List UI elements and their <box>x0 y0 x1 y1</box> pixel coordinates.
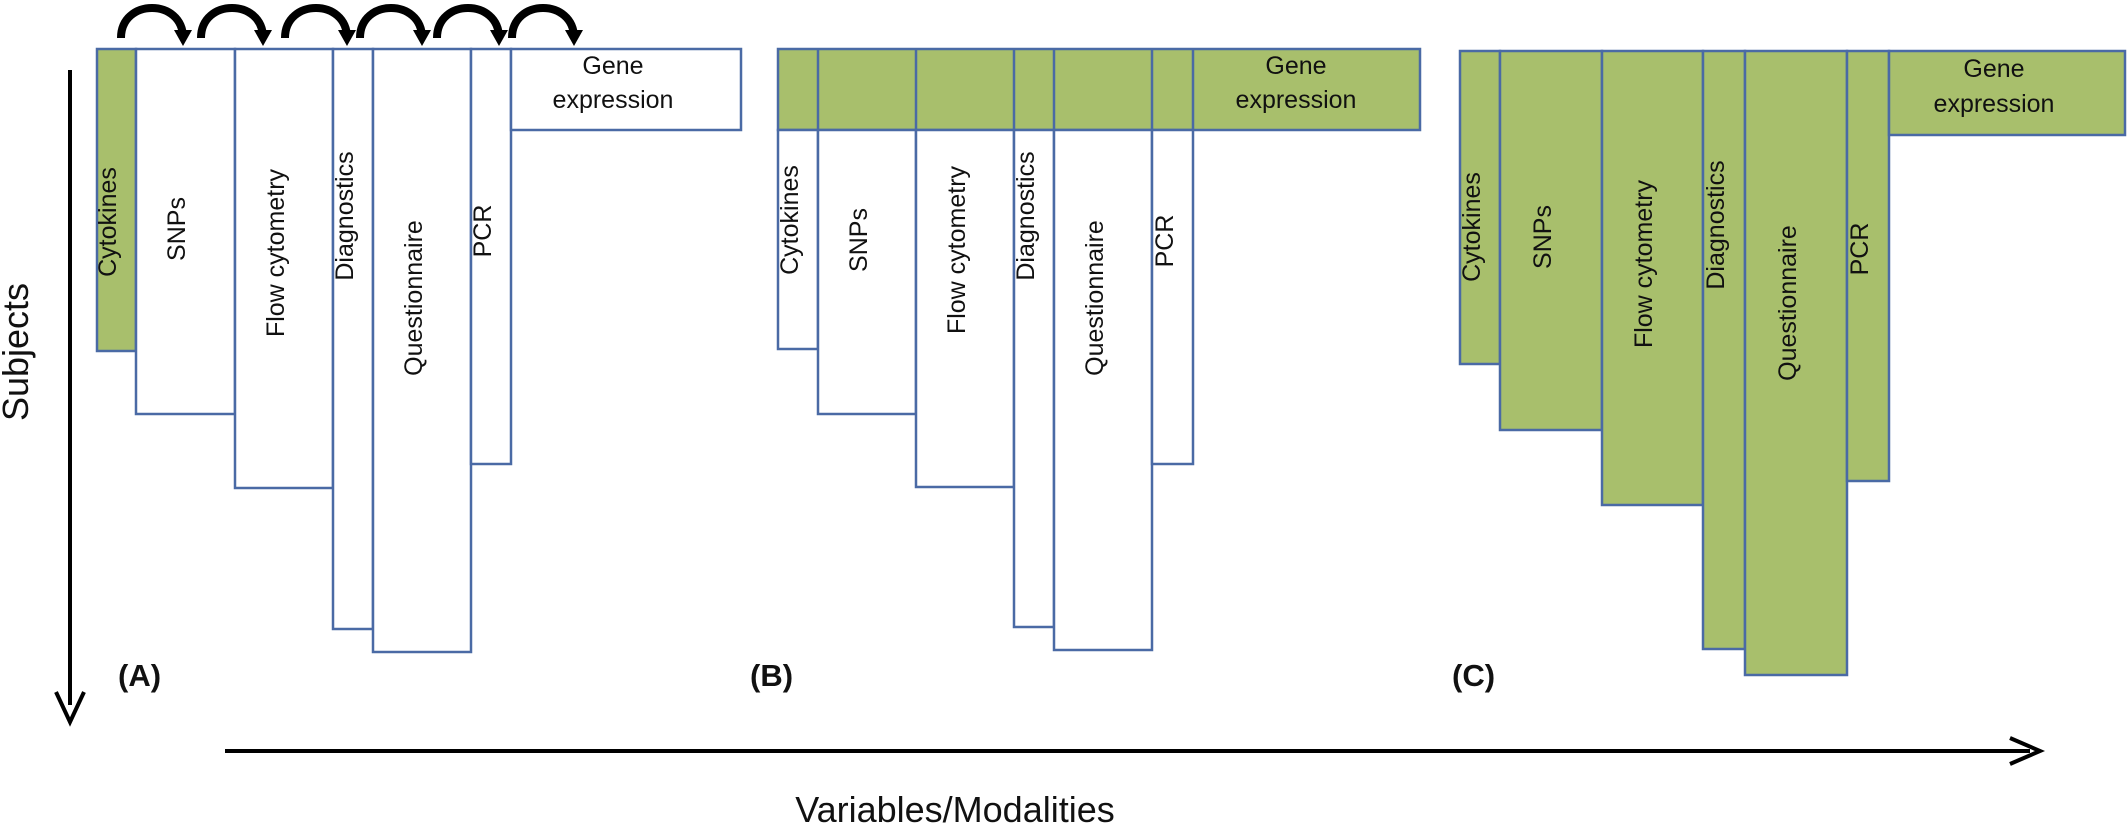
curved-arrow-icon <box>281 4 351 39</box>
flow-cytometry-label: Flow cytometry <box>1630 179 1658 348</box>
variables-axis-label: Variables/Modalities <box>795 789 1114 830</box>
panel-c: Cytokines SNPs Flow cytometry Diagnostic… <box>1458 49 2127 677</box>
snps-block <box>816 128 918 416</box>
flow-cytometry-label: Flow cytometry <box>943 165 971 334</box>
diagnostics-label: Diagnostics <box>1012 151 1040 280</box>
cytokines-label: Cytokines <box>94 167 122 277</box>
panel-label-b: (B) <box>750 658 793 693</box>
gene-expression-label-line1: Gene <box>1963 55 2024 83</box>
questionnaire-block <box>1052 128 1154 652</box>
questionnaire-label: Questionnaire <box>1081 220 1109 376</box>
gene-expression-block <box>1887 49 2127 137</box>
pcr-label: PCR <box>1846 223 1874 276</box>
pcr-label: PCR <box>1151 215 1179 268</box>
snps-label: SNPs <box>845 208 873 272</box>
diagnostics-block <box>1701 49 1747 651</box>
pcr-block <box>1150 128 1195 466</box>
panel-a: Cytokines SNPs Flow cytometry Diagnostic… <box>94 47 743 654</box>
cytokines-label: Cytokines <box>1458 172 1486 282</box>
flow-cytometry-label: Flow cytometry <box>262 168 290 337</box>
diagnostics-block <box>331 47 375 631</box>
subjects-axis-label: Subjects <box>0 283 36 421</box>
sequential-arrows <box>117 4 578 39</box>
cytokines-label: Cytokines <box>776 165 804 275</box>
curved-arrow-icon <box>433 4 503 39</box>
curved-arrow-icon <box>508 4 578 39</box>
curved-arrow-icon <box>356 4 426 39</box>
snps-block <box>1498 49 1604 432</box>
pcr-block <box>1845 49 1891 483</box>
gene-expression-label-line1: Gene <box>582 52 643 80</box>
cytokines-block <box>1458 49 1502 366</box>
flow-cytometry-block <box>1600 49 1705 507</box>
pcr-label: PCR <box>469 205 497 258</box>
pcr-block <box>469 47 513 466</box>
cytokines-block <box>95 47 138 353</box>
diagnostics-block <box>1012 128 1056 629</box>
panel-label-c: (C) <box>1452 658 1495 693</box>
questionnaire-label: Questionnaire <box>400 220 428 376</box>
panel-label-a: (A) <box>118 658 161 693</box>
gene-expression-block <box>509 47 743 132</box>
snps-label: SNPs <box>163 197 191 261</box>
snps-label: SNPs <box>1529 205 1557 269</box>
observed-row-band <box>776 47 1422 132</box>
cytokines-block <box>776 128 820 351</box>
variables-axis: Variables/Modalities <box>225 736 2046 830</box>
panel-b: Cytokines SNPs Flow cytometry Diagnostic… <box>776 47 1422 652</box>
curved-arrow-icon <box>197 4 267 39</box>
gene-expression-label-line2: expression <box>1934 90 2055 118</box>
gene-expression-label-line1: Gene <box>1265 52 1326 80</box>
questionnaire-label: Questionnaire <box>1774 225 1802 381</box>
questionnaire-block <box>1743 49 1849 677</box>
snps-block <box>134 47 237 416</box>
subjects-axis: Subjects <box>0 70 86 727</box>
gene-expression-label-line2: expression <box>1236 86 1357 114</box>
gene-expression-label-line2: expression <box>553 86 674 114</box>
diagnostics-label: Diagnostics <box>1702 160 1730 289</box>
diagnostics-label: Diagnostics <box>331 151 359 280</box>
curved-arrow-icon <box>117 4 187 39</box>
